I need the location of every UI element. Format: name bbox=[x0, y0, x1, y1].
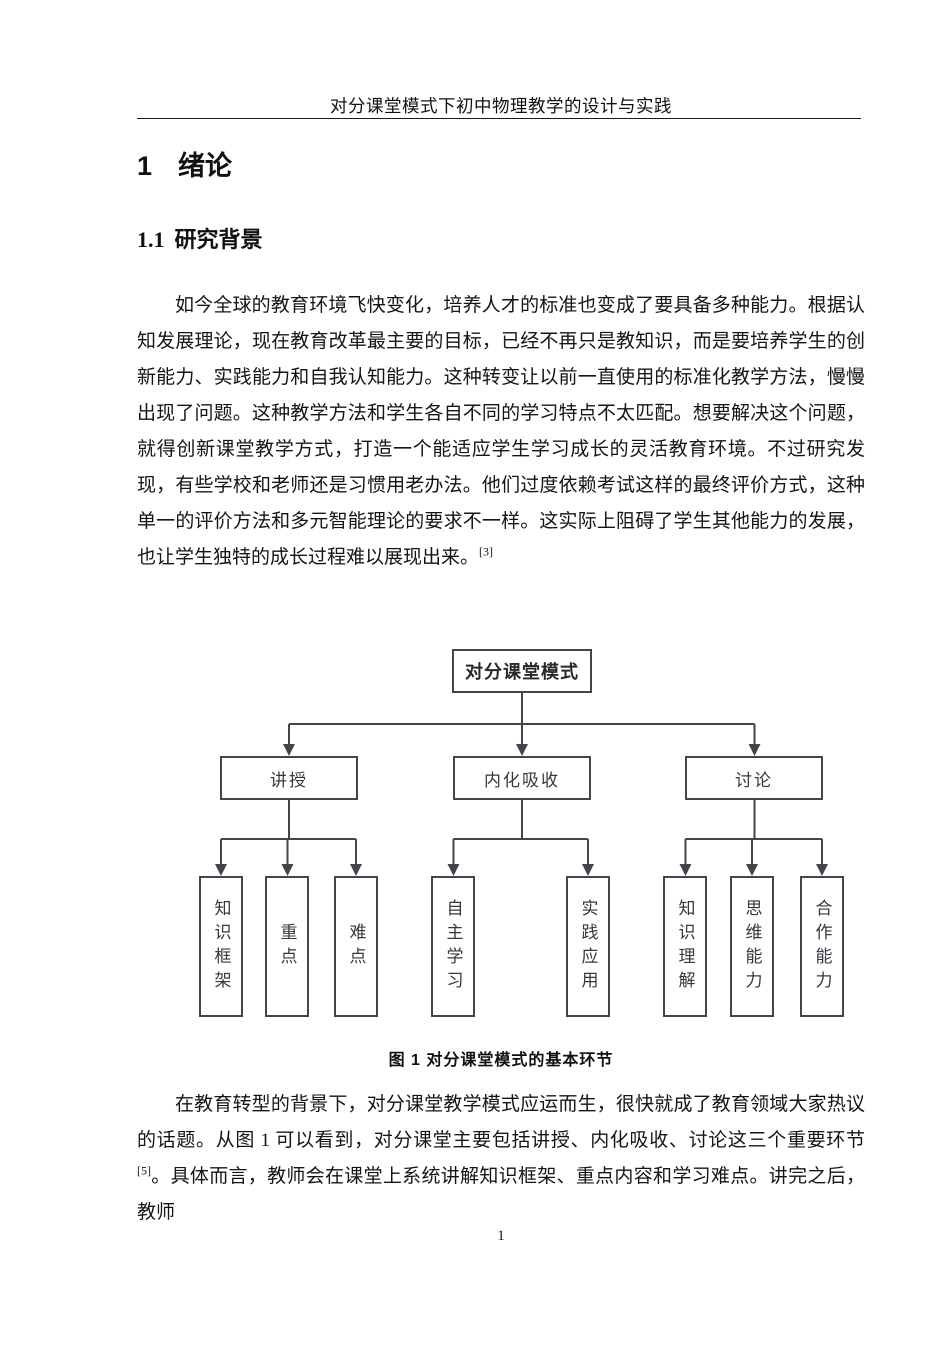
figure-caption: 图 1 对分课堂模式的基本环节 bbox=[388, 1052, 614, 1069]
page-number: 1 bbox=[497, 1228, 505, 1244]
diagram-leaf-practice-application: 实践应用 bbox=[566, 876, 610, 1017]
paragraph-research-background: 如今全球的教育环境飞快变化，培养人才的标准也变成了要具备多种能力。根据认知发展理… bbox=[137, 288, 865, 576]
section-number: 1.1 bbox=[137, 227, 165, 252]
chapter-number: 1 bbox=[137, 151, 153, 181]
diagram-leaf-self-study: 自主学习 bbox=[431, 876, 475, 1017]
diagram-leaf-difficult-points: 难点 bbox=[334, 876, 378, 1017]
diagram-leaf-key-points: 重点 bbox=[265, 876, 309, 1017]
paragraph-text: 如今全球的教育环境飞快变化，培养人才的标准也变成了要具备多种能力。根据认知发展理… bbox=[137, 295, 865, 568]
chapter-title: 绪论 bbox=[178, 151, 233, 181]
diagram-node-teaching: 讲授 bbox=[220, 756, 358, 800]
flowchart-connector-lines bbox=[215, 693, 828, 876]
citation-marker: [5] bbox=[137, 1163, 151, 1178]
diagram-node-root: 对分课堂模式 bbox=[452, 649, 592, 693]
running-header: 对分课堂模式下初中物理教学的设计与实践 bbox=[330, 96, 672, 116]
arrowheads bbox=[215, 744, 828, 876]
diagram-leaf-cooperation-ability: 合作能力 bbox=[800, 876, 844, 1017]
section-heading: 1.1 研究背景 bbox=[137, 222, 263, 254]
diagram-node-discussion: 讨论 bbox=[685, 756, 823, 800]
diagram-leaf-knowledge-understanding: 知识理解 bbox=[663, 876, 707, 1017]
chapter-heading: 1 绪论 bbox=[137, 144, 232, 183]
paragraph-text: 。具体而言，教师会在课堂上系统讲解知识框架、重点内容和学习难点。讲完之后，教师 bbox=[137, 1166, 865, 1223]
header-rule bbox=[137, 118, 861, 119]
figure-flowchart: 对分课堂模式 讲授 内化吸收 讨论 知识框架 重点 难点 自主学习 实践应用 知… bbox=[150, 640, 850, 1040]
paragraph-figure-discussion: 在教育转型的背景下，对分课堂教学模式应运而生，很快就成了教育领域大家热议的话题。… bbox=[137, 1087, 865, 1231]
diagram-node-internalization: 内化吸收 bbox=[453, 756, 591, 800]
citation-marker: [3] bbox=[479, 544, 494, 559]
diagram-leaf-knowledge-framework: 知识框架 bbox=[199, 876, 243, 1017]
section-title: 研究背景 bbox=[174, 227, 263, 252]
diagram-leaf-thinking-ability: 思维能力 bbox=[730, 876, 774, 1017]
paragraph-text: 在教育转型的背景下，对分课堂教学模式应运而生，很快就成了教育领域大家热议的话题。… bbox=[137, 1094, 865, 1151]
